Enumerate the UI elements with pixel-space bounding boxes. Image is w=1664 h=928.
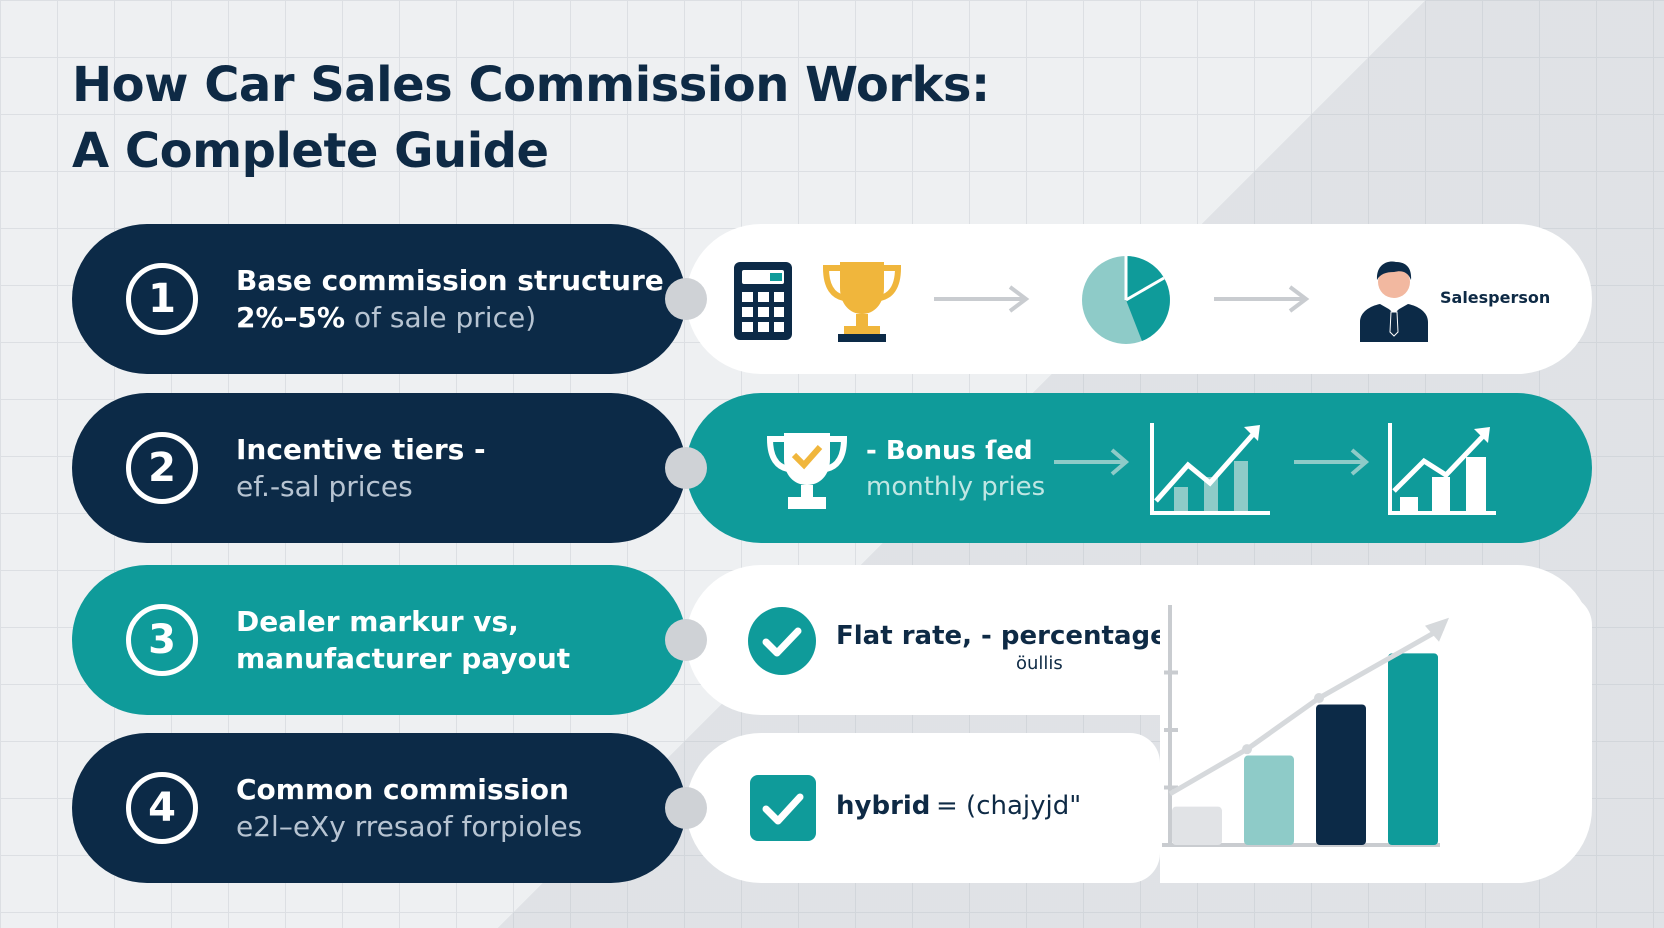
salesperson-label: Salesperson — [1440, 288, 1551, 307]
trophy-check-icon — [766, 433, 848, 509]
connector-knob — [665, 619, 707, 661]
step-1-number: 1 — [126, 263, 198, 335]
salesperson-icon — [1360, 261, 1428, 342]
step-2-number: 2 — [126, 432, 198, 504]
chart-trend-point-1 — [1314, 693, 1324, 704]
growth-chart-icon — [1388, 423, 1496, 515]
step-4-title: Common commission — [236, 773, 569, 806]
trophy-icon — [822, 262, 902, 342]
hybrid-label: hybrid — [836, 791, 931, 821]
step-3-pill: 3 Dealer markur vs, manufacturer payout — [72, 565, 686, 715]
chart-trend-line — [1168, 625, 1445, 797]
step-4-subtitle: e2l–eXy rresaof forpioles — [236, 810, 583, 843]
chart-bar-1 — [1172, 806, 1222, 845]
arrow-right-icon — [1294, 448, 1370, 476]
check-circle-icon — [748, 607, 816, 675]
title-line-2: A Complete Guide — [72, 123, 549, 179]
hybrid-formula: = (chаjyjd" — [936, 791, 1082, 821]
step-3-subtitle: manufacturer payout — [236, 642, 571, 675]
chart-trend-point-0 — [1242, 744, 1252, 755]
chart-bar-3 — [1316, 704, 1366, 845]
row2-panel: - Bonus ſed monthly pries — [686, 393, 1592, 543]
pie-chart-icon — [1082, 256, 1170, 344]
arrow-right-icon — [1054, 448, 1130, 476]
chart-background — [1160, 595, 1592, 883]
step-3-number: 3 — [126, 604, 198, 676]
calculator-icon — [734, 262, 792, 340]
bonus-line-2: monthly pries — [866, 472, 1046, 502]
row4-panel: hybrid = (chаjyjd" — [686, 733, 1160, 883]
step-2-subtitle: ef.-sal prices — [236, 470, 413, 503]
connector-knob — [665, 447, 707, 489]
row1-panel: Salesperson — [686, 224, 1592, 374]
connector-knob — [665, 278, 707, 320]
connector-knob — [665, 787, 707, 829]
step-1-title: Base commission structure — [236, 264, 664, 297]
step-2-pill: 2 Incentive tiers - ef.-sal prices — [72, 393, 686, 543]
bonus-line-1: - Bonus ſed — [866, 436, 1033, 466]
step-4-pill: 4 Common commission e2l–eXy rresaof forp… — [72, 733, 686, 883]
step-3-title: Dealer markur vs, — [236, 605, 519, 638]
chart-trend-arrowhead — [1425, 617, 1449, 642]
step-2-title: Incentive tiers - — [236, 433, 486, 466]
chart-bar-2 — [1244, 755, 1294, 845]
step-4-number: 4 — [126, 772, 198, 844]
growth-chart-icon — [1150, 423, 1270, 515]
title-line-1: How Car Sales Commission Works: — [72, 57, 990, 113]
arrow-right-icon — [1214, 285, 1310, 313]
chart-bar-4 — [1388, 653, 1438, 845]
page-title: How Car Sales Commission Works: A Comple… — [72, 52, 990, 184]
checkbox-icon — [750, 775, 816, 841]
step-1-subtitle: 2%–5% of sale price) — [236, 301, 537, 334]
arrow-right-icon — [934, 285, 1030, 313]
step-1-pill: 1 Base commission structure 2%–5% of sal… — [72, 224, 686, 374]
commission-bar-chart — [1162, 605, 1449, 847]
flat-rate-subtext: öullis — [1016, 653, 1063, 674]
